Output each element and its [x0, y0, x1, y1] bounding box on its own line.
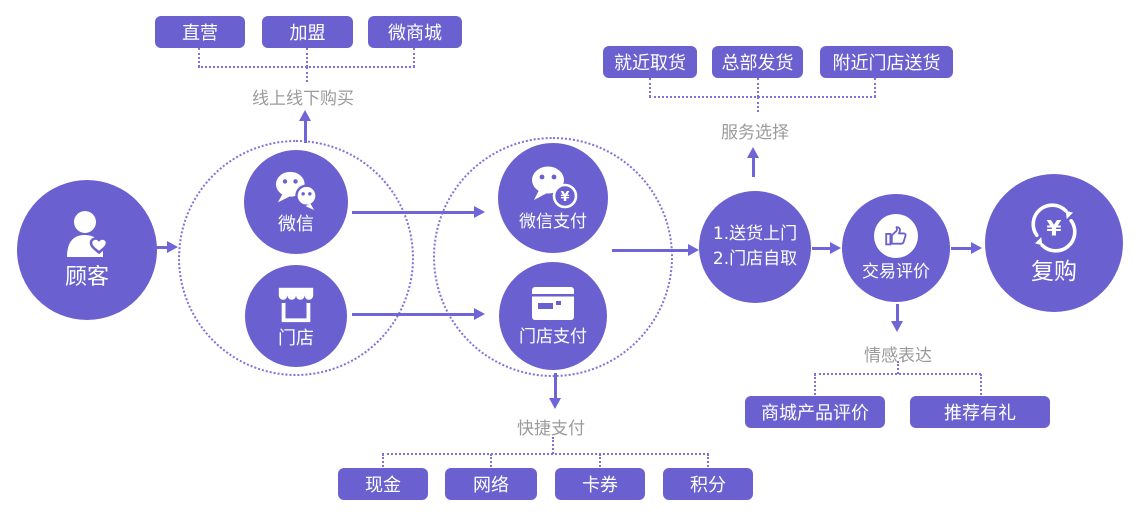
connector-line	[382, 454, 384, 467]
payments-group-circle	[433, 137, 673, 377]
connector-line	[874, 78, 876, 97]
connector-line	[306, 67, 308, 82]
channel-box-direct-label: 直营	[182, 23, 218, 44]
connector-line	[382, 453, 709, 455]
repurchase-node: ¥ 复购	[985, 174, 1123, 312]
arrow-review-to-repurchase	[971, 241, 982, 254]
thumbs-up-icon	[874, 213, 918, 258]
channel-box-franchise-label: 加盟	[289, 23, 326, 44]
wechat-pay-icon: ¥	[532, 166, 578, 209]
connector-line	[490, 454, 492, 467]
quickpay-box-points: 积分	[663, 468, 753, 500]
arrow-quickpay-line	[553, 373, 557, 399]
delivery-option-2: 2.门店自取	[712, 249, 798, 269]
customer-node: 顾客	[17, 180, 157, 320]
review-label: 交易评价	[862, 261, 930, 282]
caption-emotion: 情感表达	[864, 346, 932, 366]
channel-box-franchise: 加盟	[262, 16, 353, 48]
customer-label: 顾客	[64, 264, 109, 290]
service-box-store-delivery-label: 附近门店送货	[832, 53, 941, 74]
quickpay-box-points-label: 积分	[690, 475, 726, 496]
connector-line	[413, 48, 415, 67]
pos-card-icon	[532, 286, 574, 320]
arrow-pay-to-delivery-line	[612, 248, 689, 252]
storefront-icon	[278, 287, 314, 322]
quickpay-box-cash-label: 现金	[365, 475, 401, 496]
connector-line	[707, 454, 709, 467]
channel-box-micromall: 微商城	[368, 16, 462, 48]
review-node: 交易评价	[842, 194, 950, 302]
caption-online-offline-purchase: 线上线下购买	[252, 89, 354, 109]
connector-line	[649, 78, 651, 97]
wechat-pay-label: 微信支付	[519, 211, 587, 232]
arrow-review-to-repurchase-line	[951, 246, 972, 250]
wechat-pay-node: ¥ 微信支付	[498, 143, 608, 253]
quickpay-box-cash: 现金	[338, 468, 428, 500]
arrow-up-service-line	[751, 157, 755, 177]
connector-line	[198, 48, 200, 67]
user-heart-icon	[67, 210, 109, 257]
emotion-box-referral-gift-label: 推荐有礼	[944, 403, 1016, 424]
channel-box-micromall-label: 微商城	[388, 23, 442, 44]
store-label: 门店	[278, 327, 314, 349]
caption-quick-pay: 快捷支付	[517, 419, 585, 439]
yen-glyph: ¥	[1046, 216, 1061, 241]
delivery-node: 1.送货上门 2.门店自取	[699, 191, 811, 303]
connector-line	[897, 361, 899, 374]
connector-line	[599, 454, 601, 467]
service-box-nearby-pickup: 就近取货	[603, 46, 697, 78]
yen-glyph: ¥	[560, 190, 569, 205]
connector-line	[552, 437, 554, 454]
arrow-pay-to-delivery	[688, 243, 699, 256]
arrow-up-purchase-line	[303, 120, 307, 143]
wechat-label: 微信	[278, 213, 314, 235]
connector-line	[757, 78, 759, 97]
quickpay-box-network-label: 网络	[473, 475, 509, 496]
store-node: 门店	[245, 265, 347, 367]
service-box-hq-ship-label: 总部发货	[721, 53, 794, 74]
arrow-delivery-to-review-line	[812, 246, 831, 250]
connector-line	[814, 374, 816, 395]
service-box-nearby-pickup-label: 就近取货	[614, 53, 686, 74]
emotion-box-referral-gift: 推荐有礼	[910, 396, 1050, 428]
arrow-up-purchase	[298, 110, 311, 121]
arrow-emotion-line	[895, 304, 899, 322]
delivery-option-1: 1.送货上门	[712, 224, 798, 245]
quickpay-box-network: 网络	[445, 468, 537, 500]
emotion-box-product-review-label: 商城产品评价	[761, 403, 869, 424]
arrow-quickpay	[548, 398, 561, 409]
quickpay-box-coupon-label: 卡券	[582, 475, 618, 496]
repurchase-label: 复购	[1031, 259, 1077, 286]
service-box-store-delivery: 附近门店送货	[820, 46, 953, 78]
wechat-node: 微信	[244, 150, 348, 254]
channels-group-circle	[178, 140, 414, 376]
wechat-icon	[275, 171, 318, 210]
arrow-delivery-to-review	[830, 241, 841, 254]
store-pay-node: 门店支付	[499, 262, 607, 370]
connector-line	[814, 373, 981, 375]
service-box-hq-ship: 总部发货	[712, 46, 803, 78]
connector-line	[306, 48, 308, 67]
arrow-wechat-to-pay-line	[352, 210, 475, 214]
repurchase-cycle-icon: ¥	[1031, 203, 1077, 253]
arrow-store-to-pay-line	[352, 312, 475, 316]
connector-line	[980, 374, 982, 395]
connector-line	[649, 96, 876, 98]
connector-line	[757, 97, 759, 112]
arrow-customer-line	[152, 245, 168, 249]
arrow-up-service	[746, 147, 759, 158]
channel-box-direct: 直营	[155, 16, 245, 48]
store-pay-label: 门店支付	[519, 326, 587, 347]
arrow-customer	[167, 240, 178, 253]
arrow-emotion	[890, 321, 903, 332]
caption-service-select: 服务选择	[721, 123, 789, 143]
quickpay-box-coupon: 卡券	[555, 468, 645, 500]
emotion-box-product-review: 商城产品评价	[745, 396, 885, 428]
